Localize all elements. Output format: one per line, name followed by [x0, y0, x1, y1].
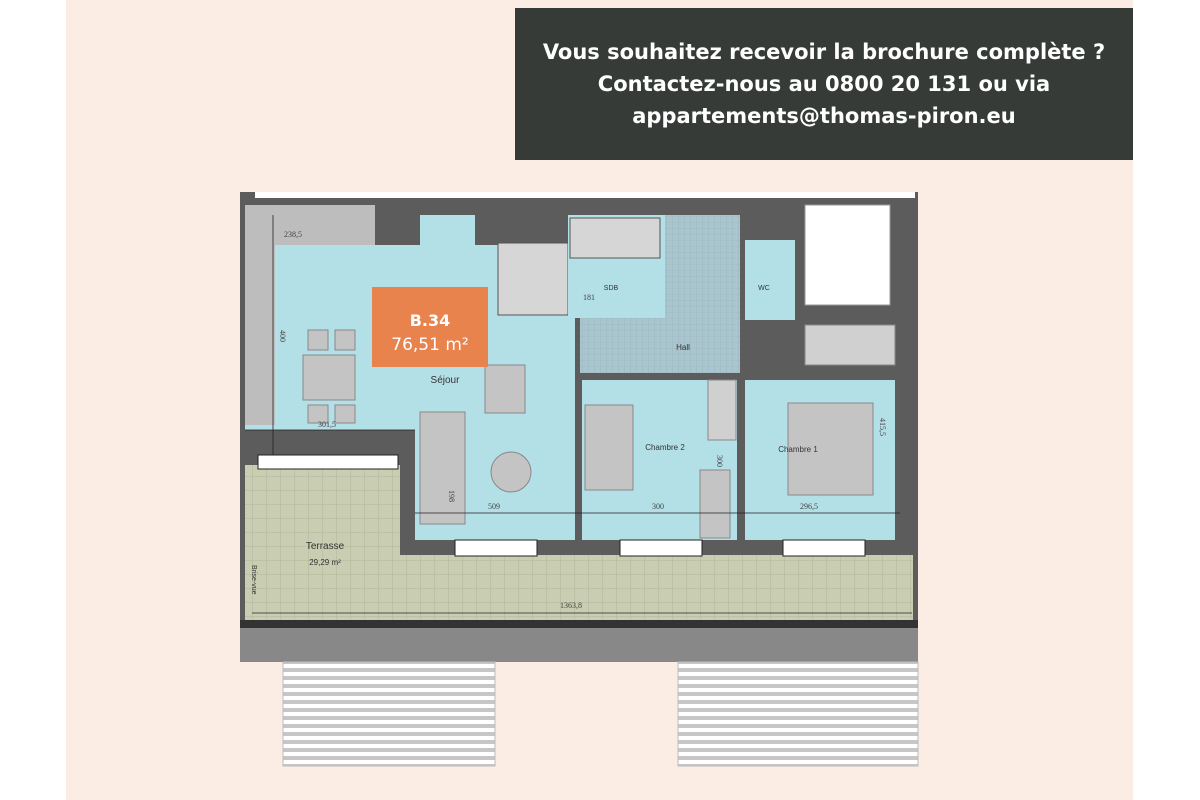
dim-kitchen: 238,5: [284, 230, 302, 239]
room-wc: [745, 240, 795, 320]
banner-line-2: Contactez-nous au 0800 20 131 ou via: [597, 72, 1051, 96]
banner-email[interactable]: appartements@thomas-piron.eu: [632, 104, 1016, 128]
label-chambre-1: Chambre 1: [778, 445, 818, 454]
label-wc: WC: [758, 285, 770, 292]
dim-terrasse-length: 1363,8: [560, 601, 582, 610]
unit-code: B.34: [410, 311, 451, 330]
room-hall: [580, 318, 740, 373]
label-sdb: SDB: [604, 285, 619, 292]
dim-sejour-depth: 400: [278, 330, 287, 342]
louver-right: [677, 661, 919, 767]
label-sejour: Séjour: [431, 375, 461, 386]
dim-chambre-1-depth: 415,5: [878, 418, 887, 436]
dim-sdb: 181: [583, 293, 595, 302]
label-terrasse: Terrasse: [306, 541, 345, 552]
label-brise-vue: Brise-vue: [250, 565, 257, 595]
louver-left: [282, 661, 496, 767]
label-hall: Hall: [676, 343, 690, 352]
dim-chambre-2-width: 300: [652, 502, 664, 511]
dim-chambre-2-depth: 300: [715, 455, 724, 467]
dim-sejour-bottom: 509: [488, 502, 500, 511]
unit-label-box: [372, 287, 488, 367]
contact-banner: Vous souhaitez recevoir la brochure comp…: [515, 8, 1133, 160]
label-chambre-2: Chambre 2: [645, 443, 685, 452]
terrace-strip: [245, 555, 913, 620]
banner-line-1: Vous souhaitez recevoir la brochure comp…: [542, 40, 1106, 64]
unit-area: 76,51 m²: [391, 335, 468, 355]
label-terrasse-area: 29,29 m²: [309, 558, 341, 567]
dim-sofa: 198: [447, 490, 456, 502]
dim-chambre-1-width: 296,5: [800, 502, 818, 511]
dim-sejour-width: 301,5: [318, 420, 336, 429]
slab: [240, 628, 918, 662]
